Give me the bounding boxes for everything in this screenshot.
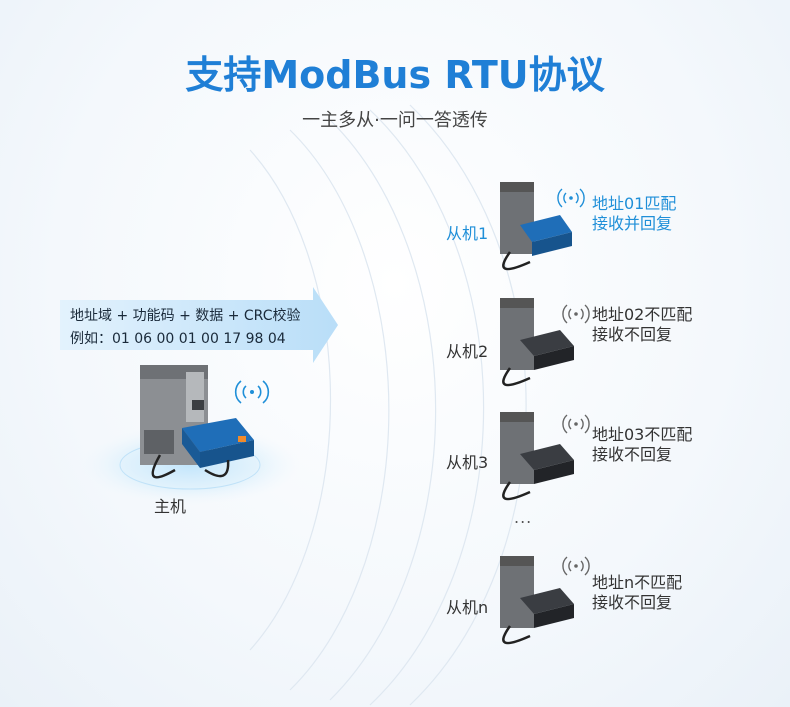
- frame-arrow: [60, 287, 338, 363]
- slave-1-status-line2: 接收并回复: [592, 214, 676, 234]
- slave-1-status: 地址01匹配 接收并回复: [592, 194, 676, 234]
- slave-n-status: 地址n不匹配 接收不回复: [592, 573, 682, 613]
- slave-1-device: [500, 182, 572, 269]
- slave-3-status-line1: 地址03不匹配: [592, 425, 692, 445]
- slave-n-status-line1: 地址n不匹配: [592, 573, 682, 593]
- frame-example-text: 例如：01 06 00 01 00 17 98 04: [70, 328, 286, 348]
- slave-1-status-line1: 地址01匹配: [592, 194, 676, 214]
- frame-format-text: 地址域 + 功能码 + 数据 + CRC校验: [70, 305, 300, 325]
- slave-2-status-line2: 接收不回复: [592, 325, 692, 345]
- page-subtitle: 一主多从·一问一答透传: [0, 106, 790, 132]
- page-title: 支持ModBus RTU协议: [0, 44, 790, 99]
- slave-n-label: 从机n: [446, 594, 488, 618]
- slave-1-wifi-icon: [558, 189, 584, 207]
- slave-3-label: 从机3: [446, 449, 488, 473]
- slave-2-label: 从机2: [446, 338, 488, 362]
- slave-n-status-line2: 接收不回复: [592, 593, 682, 613]
- slave-3-status-line2: 接收不回复: [592, 445, 692, 465]
- slave-2-status: 地址02不匹配 接收不回复: [592, 305, 692, 345]
- master-wifi-icon: [236, 381, 269, 403]
- slave-n-wifi-icon: [563, 557, 589, 575]
- slave-2-wifi-icon: [563, 305, 589, 323]
- slave-3-status: 地址03不匹配 接收不回复: [592, 425, 692, 465]
- slave-3-wifi-icon: [563, 415, 589, 433]
- slave-1-label: 从机1: [446, 220, 488, 244]
- master-label: 主机: [154, 493, 186, 517]
- ellipsis: ...: [514, 508, 532, 527]
- slave-2-status-line1: 地址02不匹配: [592, 305, 692, 325]
